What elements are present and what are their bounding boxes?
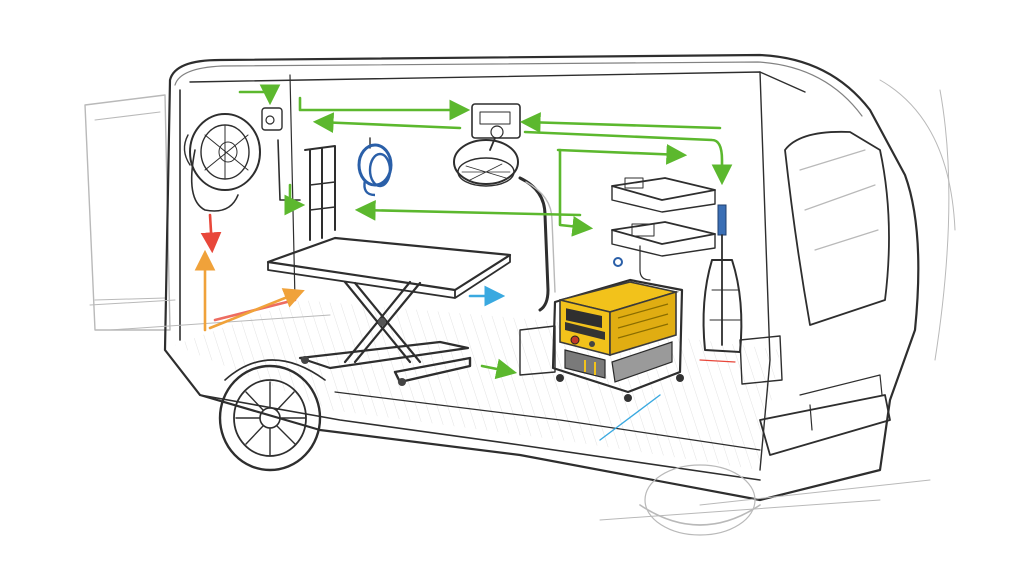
air-top-left <box>238 84 281 106</box>
airflow-arrows <box>238 84 733 380</box>
scissor-lift <box>343 280 422 364</box>
grooming-table <box>266 236 512 386</box>
table-arm <box>277 139 336 241</box>
dryer-stand <box>702 204 743 353</box>
generator <box>551 278 684 402</box>
heat-arrows <box>194 213 305 332</box>
dryer-hose <box>518 176 550 312</box>
air-mid-right <box>556 143 688 165</box>
rear-door <box>84 94 171 331</box>
dryer-lamp <box>453 137 556 312</box>
water-arrows <box>468 285 736 441</box>
van-floor <box>175 300 780 470</box>
front-bumper <box>759 394 891 456</box>
air-top-right <box>519 112 722 133</box>
front-wheel <box>639 464 761 536</box>
wall-fan <box>183 113 261 212</box>
hose-reel <box>357 137 393 197</box>
heat-left <box>200 213 222 254</box>
air-mid-left <box>354 199 582 221</box>
ceiling-unit <box>471 103 521 139</box>
front-window <box>784 130 890 326</box>
wall-shelves <box>611 177 716 281</box>
air-floor <box>480 358 518 380</box>
air-top-center <box>298 96 471 121</box>
van-shell <box>163 53 920 502</box>
ceiling-bracket <box>261 107 283 131</box>
fan-cord <box>190 149 239 212</box>
water-floor <box>599 394 661 441</box>
table-top <box>266 236 512 292</box>
rear-wheel <box>218 359 326 472</box>
tank <box>519 325 783 385</box>
